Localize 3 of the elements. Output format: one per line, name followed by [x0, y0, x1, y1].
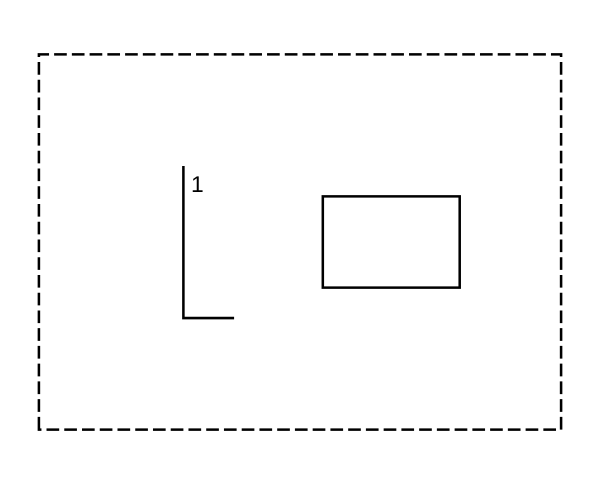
node-box	[322, 195, 461, 289]
label: 1	[191, 170, 204, 197]
cluster	[38, 53, 562, 431]
